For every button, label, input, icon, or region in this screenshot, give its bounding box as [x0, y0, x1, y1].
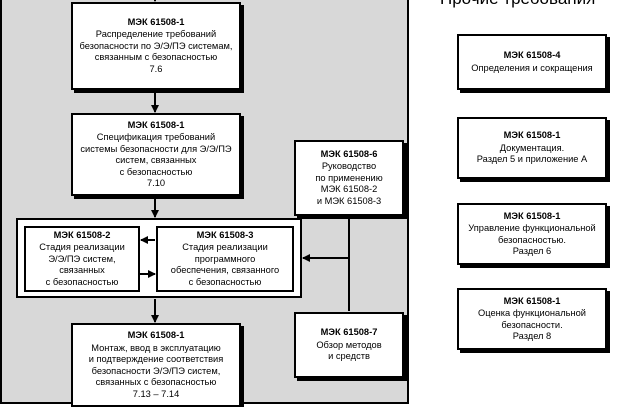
box-text: Стадия реализации Э/Э/ПЭ систем, связанн… — [39, 242, 125, 287]
box-techniques-overview: МЭК 61508-7 Обзор методов и средств — [294, 312, 404, 378]
box-code: МЭК 61508-1 — [127, 119, 185, 130]
box-definitions: МЭК 61508-4 Определения и сокращения — [457, 34, 607, 90]
box-text: Оценка функциональной безопасности. Разд… — [478, 308, 586, 341]
other-requirements-title: Прочие требования — [440, 0, 595, 9]
box-software-realization: МЭК 61508-3 Стадия реализации программно… — [156, 226, 294, 292]
box-text: Определения и сокращения — [471, 62, 593, 73]
box-text: Документация. Раздел 5 и приложение А — [476, 142, 588, 165]
box-text: Монтаж, ввод в эксплуатацию и подтвержде… — [88, 342, 224, 399]
box-code: МЭК 61508-7 — [320, 327, 378, 338]
box-code: МЭК 61508-1 — [503, 210, 561, 221]
box-text: Руководство по применению МЭК 61508-2 и … — [315, 161, 383, 206]
box-code: МЭК 61508-6 — [320, 148, 378, 159]
box-text: Обзор методов и средств — [316, 339, 382, 362]
box-functional-safety-assessment: МЭК 61508-1 Оценка функциональной безопа… — [457, 288, 607, 350]
box-functional-safety-management: МЭК 61508-1 Управление функциональной бе… — [457, 203, 607, 265]
box-code: МЭК 61508-1 — [503, 130, 561, 141]
box-text: Стадия реализации программного обеспечен… — [170, 242, 280, 287]
box-code: МЭК 61508-1 — [503, 295, 561, 306]
box-code: МЭК 61508-1 — [127, 330, 185, 340]
box-installation-commissioning: МЭК 61508-1 Монтаж, ввод в эксплуатацию … — [71, 323, 241, 407]
box-safety-requirements-spec: МЭК 61508-1 Спецификация требований сист… — [71, 113, 241, 196]
box-text: Распределение требований безопасности по… — [79, 29, 233, 74]
box-code: МЭК 61508-2 — [53, 229, 111, 240]
box-hardware-realization: МЭК 61508-2 Стадия реализации Э/Э/ПЭ сис… — [24, 226, 140, 292]
box-application-guidelines: МЭК 61508-6 Руководство по применению МЭ… — [294, 140, 404, 216]
box-text: Спецификация требований системы безопасн… — [80, 132, 232, 188]
box-code: МЭК 61508-4 — [503, 50, 561, 60]
box-allocation-requirements: МЭК 61508-1 Распределение требований без… — [71, 2, 241, 90]
box-code: МЭК 61508-3 — [196, 229, 254, 240]
box-documentation: МЭК 61508-1 Документация. Раздел 5 и при… — [457, 117, 607, 179]
box-code: МЭК 61508-1 — [127, 16, 185, 27]
box-text: Управление функциональной безопасностью.… — [468, 223, 596, 256]
